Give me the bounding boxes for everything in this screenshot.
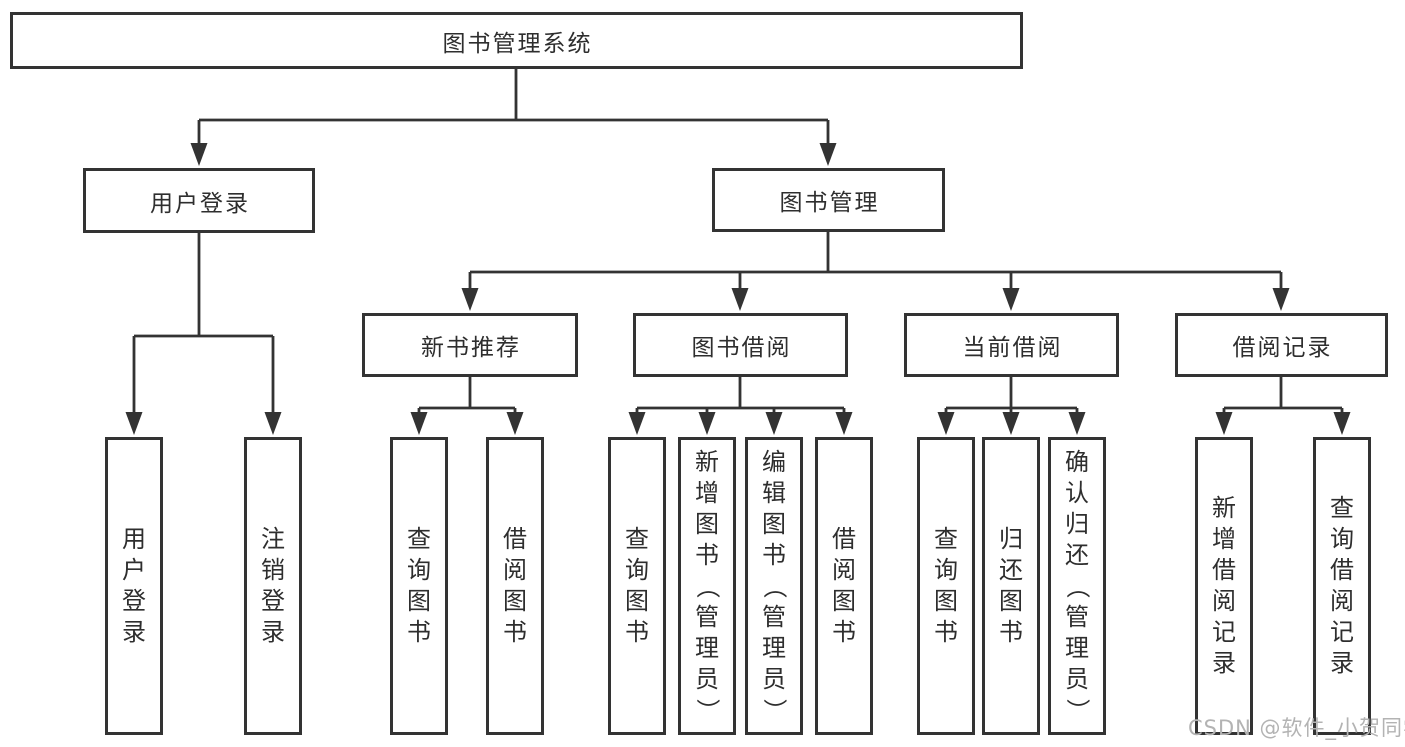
- node-root: 图书管理系统: [10, 12, 1023, 69]
- leaf-current-query-books-label: 查询图书: [934, 525, 958, 646]
- leaf-logout: 注销登录: [244, 437, 302, 735]
- leaf-borrow-query-books-label: 查询图书: [625, 525, 649, 646]
- leaf-newbook-query-books: 查询图书: [390, 437, 448, 735]
- node-borrow-records: 借阅记录: [1175, 313, 1388, 377]
- leaf-current-query-books: 查询图书: [917, 437, 975, 735]
- node-book-management-label: 图书管理: [779, 190, 880, 216]
- leaf-borrow-add-books-admin-label: 新增图书（管理员）: [693, 447, 722, 723]
- leaf-newbook-borrow-books: 借阅图书: [486, 437, 544, 735]
- leaf-current-return-books: 归还图书: [982, 437, 1040, 735]
- leaf-borrow-edit-books-admin-label: 编辑图书（管理员）: [760, 447, 789, 723]
- leaf-borrow-query-books: 查询图书: [608, 437, 666, 735]
- node-new-book-recommend-label: 新书推荐: [421, 335, 521, 361]
- leaf-borrow-borrow-books-label: 借阅图书: [832, 525, 856, 646]
- leaf-current-confirm-return-admin: 确认归还（管理员）: [1048, 437, 1106, 735]
- node-book-borrow-label: 图书借阅: [691, 335, 792, 361]
- leaf-current-confirm-return-admin-label: 确认归还（管理员）: [1063, 447, 1092, 723]
- csdn-watermark: CSDN @软件_小贺同学: [1188, 716, 1405, 740]
- leaf-borrow-borrow-books: 借阅图书: [815, 437, 873, 735]
- leaf-records-query-record-label: 查询借阅记录: [1330, 494, 1354, 677]
- leaf-newbook-query-books-label: 查询图书: [407, 525, 431, 646]
- leaf-records-query-record: 查询借阅记录: [1313, 437, 1371, 735]
- node-user-login-label: 用户登录: [150, 190, 250, 217]
- leaf-logout-label: 注销登录: [261, 525, 285, 646]
- leaf-records-add-record-label: 新增借阅记录: [1212, 494, 1236, 677]
- node-user-login: 用户登录: [83, 168, 315, 233]
- leaf-borrow-edit-books-admin: 编辑图书（管理员）: [745, 437, 803, 735]
- node-root-label: 图书管理系统: [442, 30, 593, 57]
- node-borrow-records-label: 借阅记录: [1232, 335, 1333, 361]
- node-current-borrow: 当前借阅: [904, 313, 1119, 377]
- leaf-newbook-borrow-books-label: 借阅图书: [503, 525, 527, 646]
- node-book-management: 图书管理: [712, 168, 945, 232]
- leaf-user-login-label: 用户登录: [122, 525, 146, 646]
- leaf-records-add-record: 新增借阅记录: [1195, 437, 1253, 735]
- leaf-user-login: 用户登录: [105, 437, 163, 735]
- leaf-current-return-books-label: 归还图书: [999, 525, 1023, 646]
- node-current-borrow-label: 当前借阅: [962, 335, 1063, 361]
- node-book-borrow: 图书借阅: [633, 313, 848, 377]
- leaf-borrow-add-books-admin: 新增图书（管理员）: [678, 437, 736, 735]
- node-new-book-recommend: 新书推荐: [362, 313, 578, 377]
